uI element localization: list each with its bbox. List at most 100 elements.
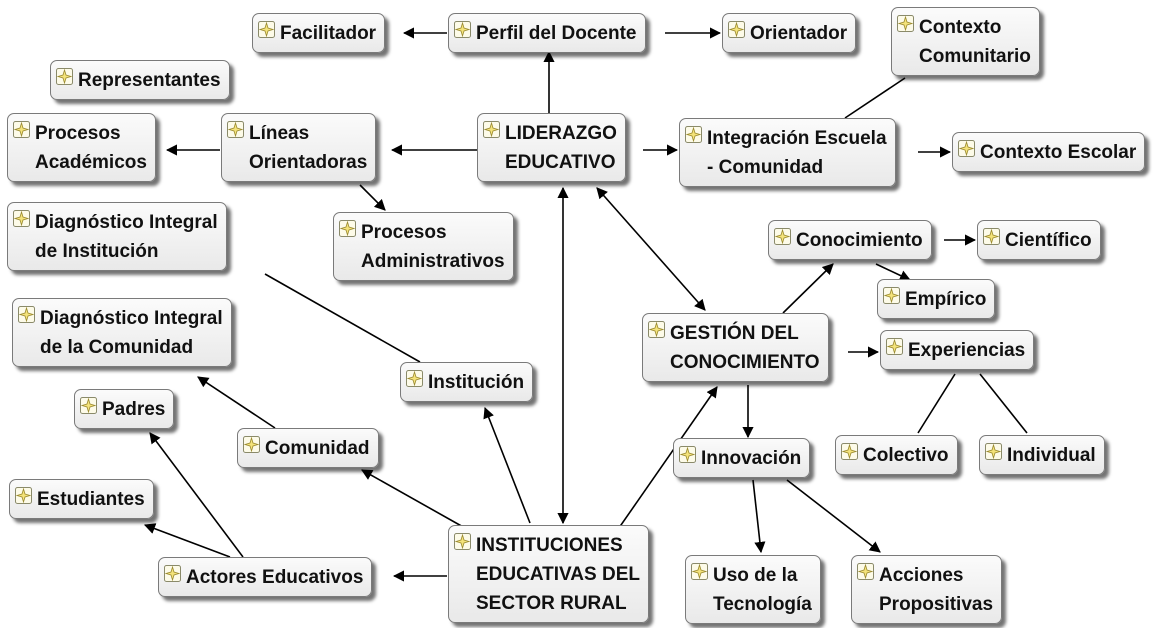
concept-star-icon	[648, 318, 665, 338]
node-perfil-docente[interactable]: Perfil del Docente	[448, 13, 646, 53]
concept-star-icon	[18, 303, 35, 323]
concept-star-icon	[841, 440, 858, 460]
concept-star-icon	[983, 225, 1000, 245]
node-individual[interactable]: Individual	[979, 435, 1105, 475]
node-estudiantes[interactable]: Estudiantes	[9, 479, 154, 519]
concept-star-icon	[15, 484, 32, 504]
node-experiencias[interactable]: Experiencias	[880, 330, 1035, 370]
node-label: Estudiantes	[37, 489, 145, 510]
node-label: Perfil del Docente	[476, 23, 637, 44]
node-instituciones-rurales[interactable]: INSTITUCIONES EDUCATIVAS DEL SECTOR RURA…	[448, 525, 649, 623]
concept-star-icon	[985, 440, 1002, 460]
node-integracion-escuela-comunidad[interactable]: Integración Escuela - Comunidad	[679, 118, 896, 187]
node-liderazgo-educativo[interactable]: LIDERAZGO EDUCATIVO	[477, 113, 626, 182]
node-label: Representantes	[78, 70, 221, 91]
concept-star-icon	[685, 123, 702, 143]
node-uso-tecnologia[interactable]: Uso de la Tecnología	[685, 555, 821, 624]
concept-star-icon	[164, 562, 181, 582]
concept-star-icon	[13, 118, 30, 138]
node-label: Diagnóstico Integral de la Comunidad	[40, 308, 223, 358]
node-contexto-escolar[interactable]: Contexto Escolar	[952, 132, 1146, 172]
node-institucion[interactable]: Institución	[400, 362, 534, 402]
concept-star-icon	[258, 18, 275, 38]
node-label: LIDERAZGO EDUCATIVO	[505, 123, 617, 173]
concept-star-icon	[679, 443, 696, 463]
node-label: Colectivo	[863, 445, 949, 466]
node-comunidad[interactable]: Comunidad	[237, 428, 379, 468]
node-label: Integración Escuela - Comunidad	[707, 128, 887, 178]
node-diagnostico-comunidad[interactable]: Diagnóstico Integral de la Comunidad	[12, 298, 232, 367]
node-label: Acciones Propositivas	[879, 565, 994, 615]
node-acciones-propositivas[interactable]: Acciones Propositivas	[851, 555, 1003, 624]
node-label: Padres	[102, 399, 166, 420]
edge-experiencias-individual	[979, 373, 1028, 434]
concept-star-icon	[883, 284, 900, 304]
concept-star-icon	[483, 118, 500, 138]
edge-instituciones-institucion	[483, 406, 531, 524]
edge-liderazgo-gestion	[596, 187, 706, 311]
concept-star-icon	[454, 18, 471, 38]
node-label: Diagnóstico Integral de Institución	[35, 212, 218, 262]
node-label: INSTITUCIONES EDUCATIVAS DEL SECTOR RURA…	[476, 535, 640, 614]
node-label: Individual	[1007, 445, 1096, 466]
node-label: Procesos Administrativos	[361, 222, 505, 272]
node-colectivo[interactable]: Colectivo	[835, 435, 958, 475]
edge-innovacion-uso-tecnologia	[752, 479, 766, 554]
node-label: Científico	[1005, 230, 1092, 251]
edge-actores-estudiantes	[143, 523, 231, 558]
node-facilitador[interactable]: Facilitador	[252, 13, 386, 53]
concept-star-icon	[56, 65, 73, 85]
node-procesos-academicos[interactable]: Procesos Académicos	[7, 113, 156, 182]
concept-star-icon	[80, 394, 97, 414]
node-label: Orientador	[750, 23, 848, 44]
concept-star-icon	[857, 560, 874, 580]
edge-integracion-contexto-comunitario	[844, 77, 906, 119]
concept-star-icon	[691, 560, 708, 580]
node-cientifico[interactable]: Científico	[977, 220, 1101, 260]
node-empirico[interactable]: Empírico	[877, 279, 996, 319]
edge-instituciones-gestion	[604, 386, 718, 549]
edge-lineas-procesos-administrativos	[359, 184, 386, 211]
concept-star-icon	[958, 137, 975, 157]
edge-conocimiento-empirico	[875, 263, 912, 281]
node-orientador[interactable]: Orientador	[722, 13, 857, 53]
node-procesos-administrativos[interactable]: Procesos Administrativos	[333, 212, 514, 281]
edge-actores-padres	[149, 432, 244, 558]
node-innovacion[interactable]: Innovación	[673, 438, 811, 478]
concept-star-icon	[897, 12, 914, 32]
node-label: Uso de la Tecnología	[713, 565, 812, 615]
concept-star-icon	[774, 225, 791, 245]
edge-experiencias-colectivo	[917, 373, 956, 434]
node-gestion-conocimiento[interactable]: GESTIÓN DEL CONOCIMIENTO	[642, 313, 829, 382]
node-label: Conocimiento	[796, 230, 923, 251]
node-diagnostico-institucion[interactable]: Diagnóstico Integral de Institución	[7, 202, 227, 271]
node-label: Institución	[428, 372, 525, 393]
node-label: Líneas Orientadoras	[249, 123, 368, 173]
edge-instituciones-comunidad	[361, 469, 466, 529]
node-label: Procesos Académicos	[35, 123, 147, 173]
concept-star-icon	[243, 433, 260, 453]
edge-comunidad-diagnostico-comunidad	[197, 376, 276, 429]
node-label: Empírico	[905, 289, 987, 310]
edge-innovacion-acciones	[786, 479, 881, 553]
edge-institucion-diagnostico-institucion	[264, 273, 421, 363]
node-label: Facilitador	[280, 23, 377, 44]
node-contexto-comunitario[interactable]: Contexto Comunitario	[891, 7, 1040, 76]
concept-star-icon	[406, 367, 423, 387]
node-label: Experiencias	[908, 340, 1026, 361]
node-label: Innovación	[701, 448, 802, 469]
concept-star-icon	[886, 335, 903, 355]
concept-star-icon	[728, 18, 745, 38]
concept-star-icon	[454, 530, 471, 550]
node-label: Actores Educativos	[186, 567, 364, 588]
node-label: Contexto Escolar	[980, 142, 1137, 163]
edge-gestion-conocimiento	[782, 263, 834, 314]
concept-star-icon	[13, 207, 30, 227]
node-padres[interactable]: Padres	[74, 389, 175, 429]
node-representantes[interactable]: Representantes	[50, 60, 230, 100]
node-conocimiento[interactable]: Conocimiento	[768, 220, 932, 260]
node-actores-educativos[interactable]: Actores Educativos	[158, 557, 373, 597]
concept-star-icon	[227, 118, 244, 138]
node-lineas-orientadoras[interactable]: Líneas Orientadoras	[221, 113, 377, 182]
